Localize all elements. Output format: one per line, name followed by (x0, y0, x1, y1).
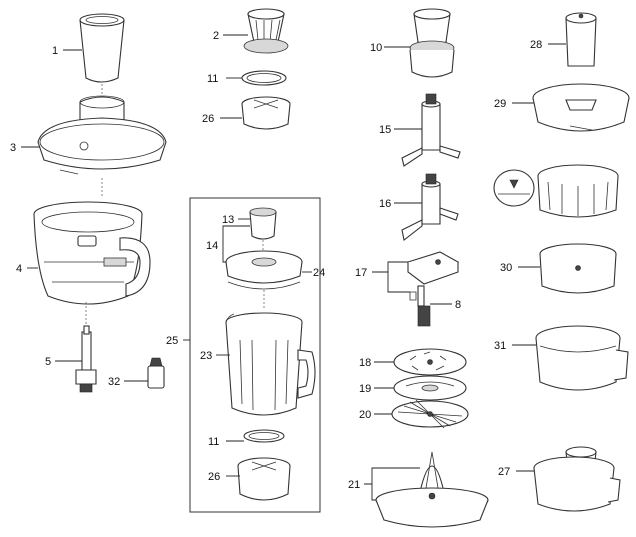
label-5: 5 (45, 356, 51, 368)
feed-tube-pusher (79, 13, 125, 83)
disc-19 (393, 375, 467, 401)
mill-blade-unit (243, 8, 289, 54)
filler-cap (249, 207, 277, 240)
juicer-bowl (535, 325, 629, 391)
label-32: 32 (108, 376, 120, 388)
mini-coupler (147, 357, 165, 389)
bowl-lid (37, 95, 167, 175)
label-27: 27 (498, 466, 510, 478)
processing-bowl (33, 201, 151, 305)
label-1: 1 (52, 45, 58, 57)
label-8: 8 (455, 299, 461, 311)
juicer-lid (532, 83, 630, 132)
knife-blade-a (401, 93, 461, 167)
sealing-ring-bottom (243, 429, 285, 443)
sealing-ring-top (241, 70, 287, 86)
label-19: 19 (359, 383, 371, 395)
blender-lid (225, 250, 303, 290)
knife-blade-b (401, 173, 459, 241)
drive-shaft (75, 325, 97, 393)
label-11-bottom: 11 (208, 436, 219, 448)
label-15: 15 (379, 124, 391, 136)
label-4: 4 (16, 263, 22, 275)
label-20: 20 (359, 409, 371, 421)
label-26-bottom: 26 (208, 471, 220, 483)
blade-base-top (241, 96, 291, 130)
label-14: 14 (206, 240, 218, 252)
label-23: 23 (200, 350, 212, 362)
label-16: 16 (379, 198, 391, 210)
label-31: 31 (494, 340, 506, 352)
label-24: 24 (313, 267, 325, 279)
label-29: 29 (494, 98, 506, 110)
juicer-basket (539, 243, 617, 294)
label-13: 13 (222, 214, 234, 226)
part-labels: 1 3 4 5 32 2 11 26 13 14 24 25 23 11 26 … (10, 30, 542, 491)
blender-group-frame (189, 197, 321, 513)
label-10: 10 (370, 42, 382, 54)
disc-18 (393, 348, 467, 376)
label-25: 25 (166, 335, 178, 347)
juicer-filter (537, 164, 619, 218)
label-30: 30 (500, 262, 512, 274)
disc-20 (391, 399, 469, 429)
citrus-juicer (375, 451, 489, 528)
juicer-assembled (533, 446, 621, 512)
label-17: 17 (355, 267, 367, 279)
leader-lines (21, 34, 566, 501)
label-3: 3 (10, 142, 16, 154)
slicing-disc-holder (406, 251, 460, 327)
label-2: 2 (213, 30, 219, 42)
blender-jar (225, 312, 316, 416)
filter-detail-inset (493, 169, 535, 207)
label-28: 28 (530, 39, 542, 51)
label-21: 21 (348, 479, 360, 491)
label-26-top: 26 (202, 113, 214, 125)
juicer-pusher (565, 12, 597, 67)
label-18: 18 (359, 357, 371, 369)
blade-base-bottom (237, 457, 291, 501)
multi-mill (409, 8, 455, 78)
label-11-top: 11 (207, 73, 218, 85)
